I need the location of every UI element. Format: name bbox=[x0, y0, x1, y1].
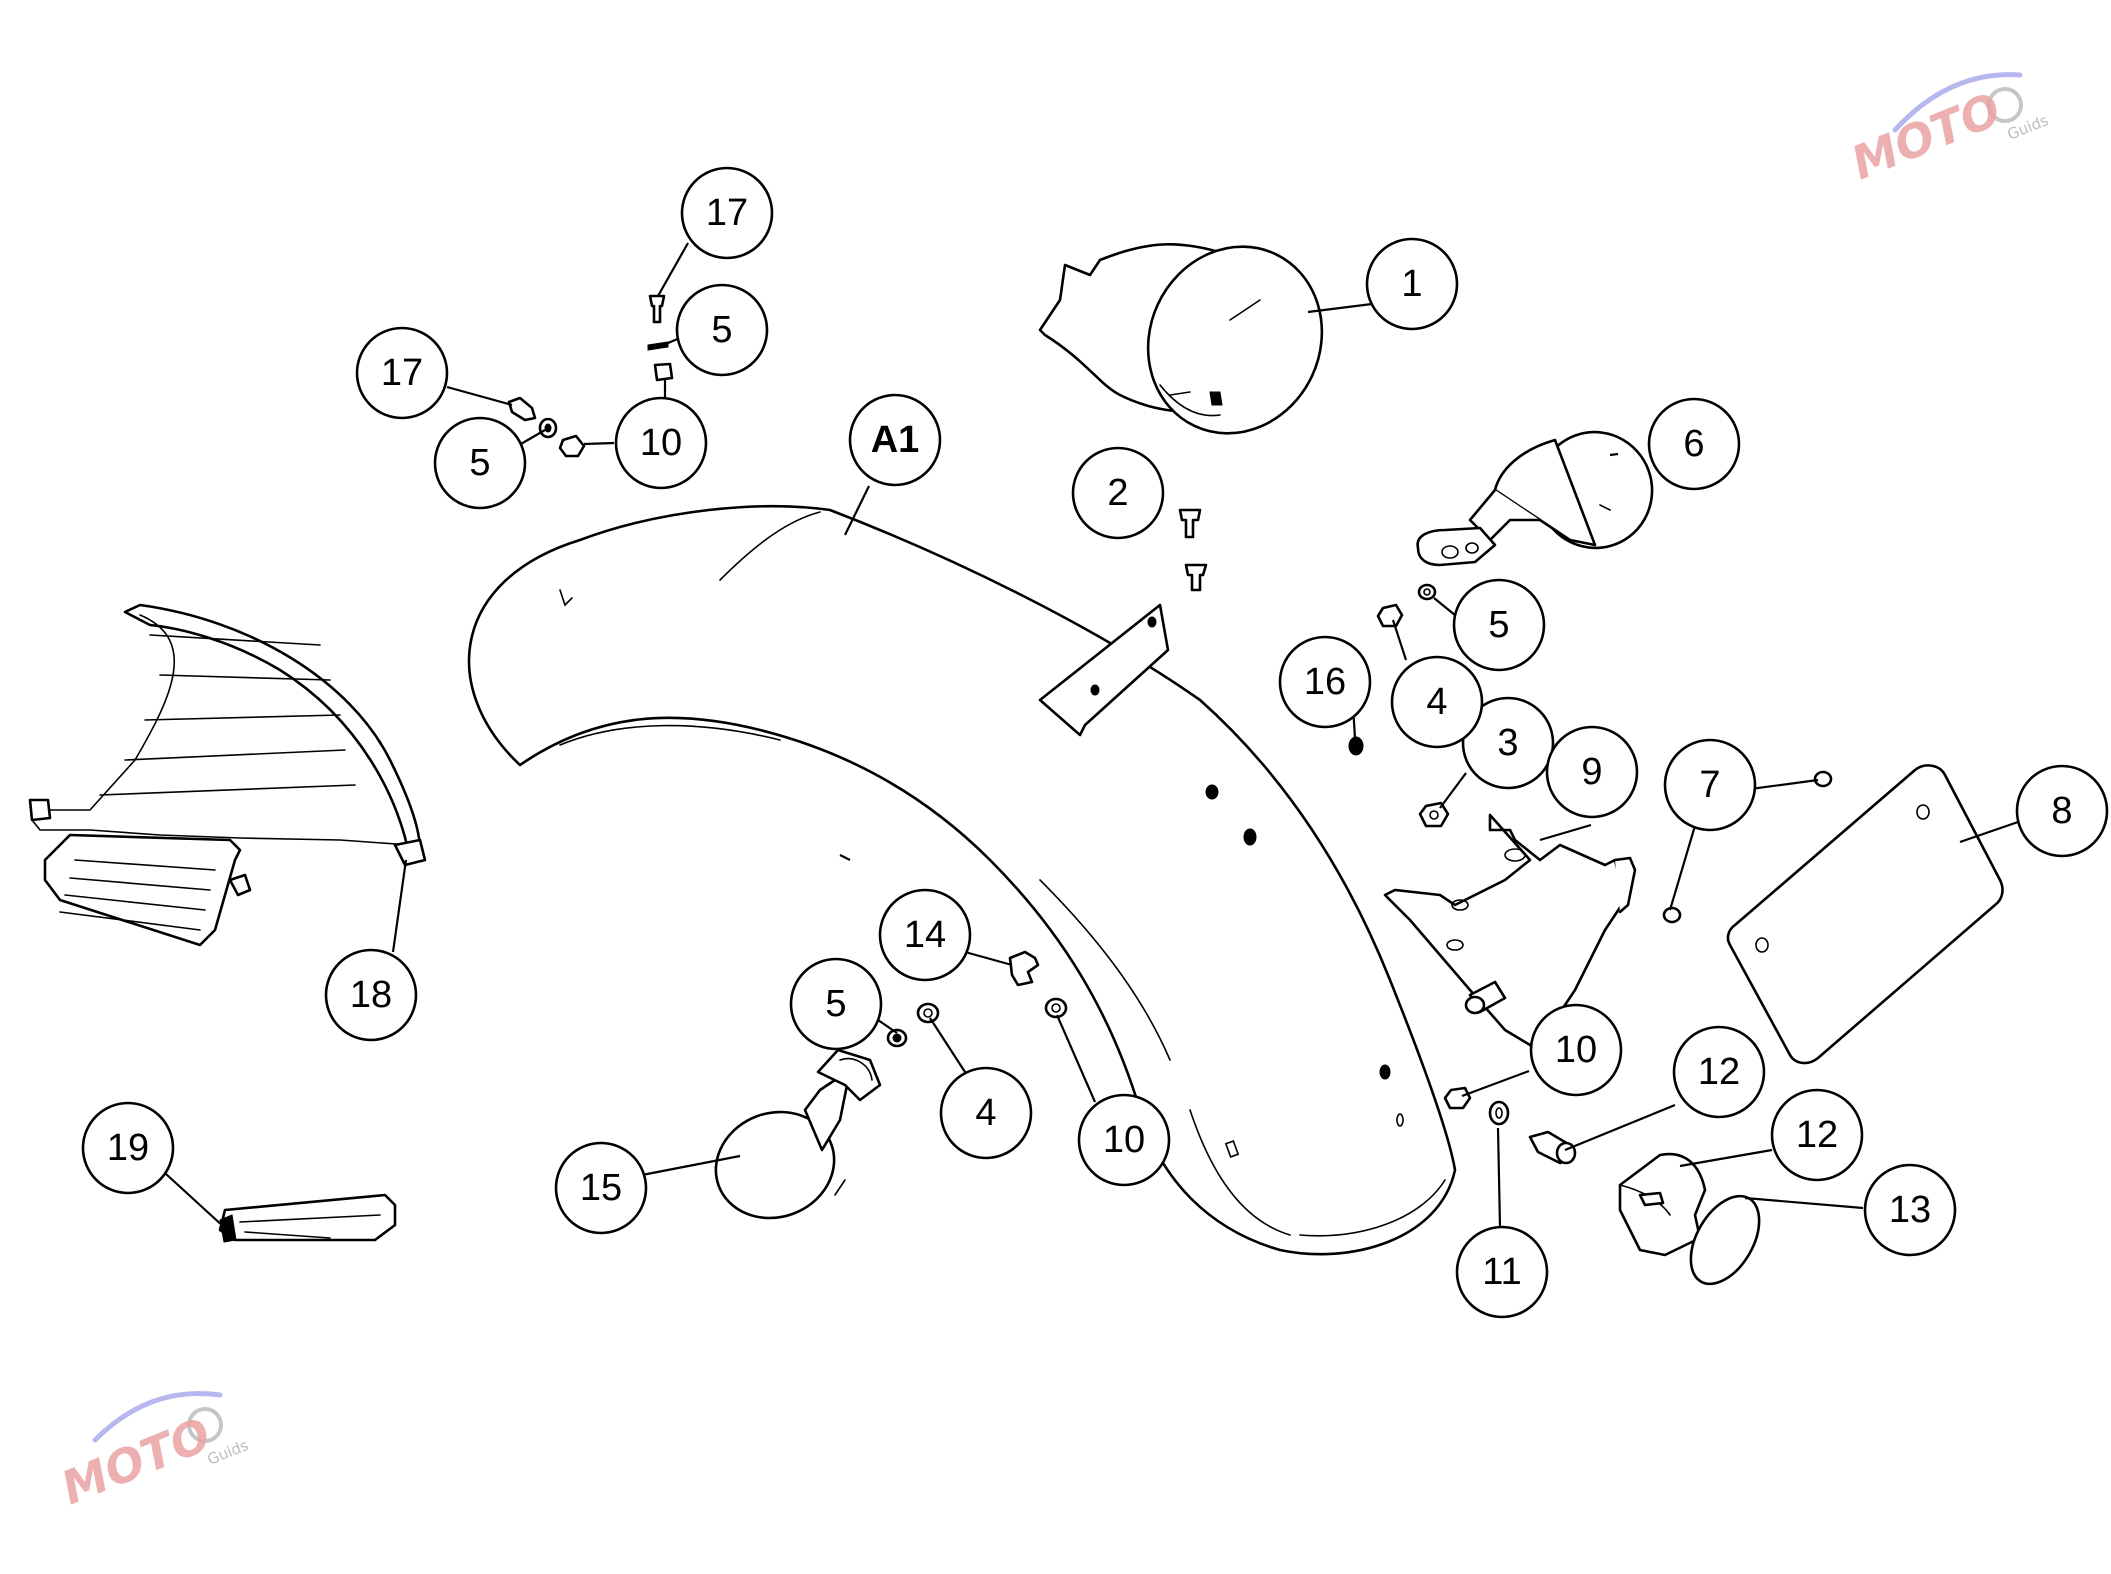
callout-1: 1 bbox=[1365, 237, 1459, 331]
callout-6: 6 bbox=[1647, 397, 1741, 491]
watermark-top-right: MOTO Guids bbox=[1844, 72, 2051, 190]
callout-8: 8 bbox=[2015, 764, 2109, 858]
watermark-sub: Guids bbox=[2005, 111, 2051, 144]
leader-lines bbox=[165, 242, 2019, 1229]
callout-12-lower: 12 bbox=[1770, 1088, 1864, 1182]
washer-part bbox=[886, 1028, 908, 1048]
callout-17-left: 17 bbox=[355, 326, 449, 420]
spring-washer-part bbox=[538, 417, 558, 439]
nut-part bbox=[1418, 801, 1450, 828]
callout-label: 5 bbox=[1488, 604, 1509, 646]
callout-11: 11 bbox=[1455, 1225, 1549, 1319]
callout-10-top: 10 bbox=[614, 396, 708, 490]
callout-9: 9 bbox=[1545, 725, 1639, 819]
callout-label: 11 bbox=[1482, 1251, 1521, 1293]
callout-5-lower: 5 bbox=[789, 957, 883, 1051]
turn-signal-left-part bbox=[714, 1048, 882, 1220]
callout-A1: A1 bbox=[848, 393, 942, 487]
callout-14: 14 bbox=[878, 888, 972, 982]
nut-part bbox=[653, 362, 674, 382]
license-plate-part bbox=[1726, 764, 2004, 1065]
callout-7: 7 bbox=[1663, 738, 1757, 832]
callout-label: 13 bbox=[1889, 1189, 1931, 1231]
watermark-brand: MOTO bbox=[1844, 82, 2008, 190]
bolt-part bbox=[507, 396, 537, 422]
bolt-part bbox=[1528, 1130, 1577, 1165]
turn-signal-right-part bbox=[1416, 430, 1654, 567]
nut-part bbox=[916, 1002, 940, 1024]
callout-label: 5 bbox=[711, 309, 732, 351]
nut-part bbox=[558, 434, 586, 458]
callout-3: 3 bbox=[1461, 696, 1555, 790]
spring-washer-part bbox=[647, 341, 669, 351]
bolt-part bbox=[1178, 508, 1208, 592]
callout-18: 18 bbox=[324, 948, 418, 1042]
callout-label: 8 bbox=[2051, 790, 2072, 832]
callout-4-lower: 4 bbox=[939, 1066, 1033, 1160]
nut-part bbox=[1044, 997, 1068, 1019]
rack-brace-part bbox=[218, 1193, 397, 1243]
watermark-bottom-left: MOTO Guids bbox=[54, 1390, 251, 1515]
callout-5-right: 5 bbox=[1452, 578, 1546, 672]
callout-13: 13 bbox=[1863, 1163, 1957, 1257]
callout-19: 19 bbox=[81, 1101, 175, 1195]
callout-label: 10 bbox=[640, 422, 682, 464]
callout-label: 1 bbox=[1401, 263, 1422, 305]
callout-16: 16 bbox=[1278, 635, 1372, 729]
callout-label: 12 bbox=[1796, 1114, 1838, 1156]
callout-label: 18 bbox=[350, 974, 392, 1016]
callout-label: 12 bbox=[1698, 1051, 1740, 1093]
nut-part bbox=[1376, 603, 1404, 628]
callout-label: 4 bbox=[1426, 681, 1447, 723]
callout-label: 16 bbox=[1304, 661, 1346, 703]
callout-label: A1 bbox=[871, 419, 920, 461]
luggage-rack-part bbox=[28, 603, 427, 947]
callout-label: 15 bbox=[580, 1167, 622, 1209]
callout-label: 10 bbox=[1555, 1029, 1597, 1071]
nut-part bbox=[1443, 1086, 1472, 1110]
callout-10-center: 10 bbox=[1077, 1093, 1171, 1187]
callout-label: 14 bbox=[904, 914, 946, 956]
callout-label: 9 bbox=[1581, 751, 1602, 793]
callout-label: 2 bbox=[1107, 472, 1128, 514]
tail-light-part bbox=[1038, 243, 1324, 435]
callout-label: 6 bbox=[1683, 423, 1704, 465]
callout-12-upper: 12 bbox=[1672, 1025, 1766, 1119]
callout-label: 17 bbox=[706, 192, 748, 234]
callout-label: 4 bbox=[975, 1092, 996, 1134]
callout-label: 3 bbox=[1497, 722, 1518, 764]
callout-4-upper: 4 bbox=[1390, 655, 1484, 749]
callout-5-left: 5 bbox=[433, 416, 527, 510]
screw-part bbox=[1662, 770, 1833, 924]
callout-15: 15 bbox=[554, 1141, 648, 1235]
callout-label: 5 bbox=[825, 983, 846, 1025]
reflector-holder-part bbox=[1618, 1152, 1707, 1257]
bolt-part bbox=[648, 294, 666, 324]
callout-label: 5 bbox=[469, 442, 490, 484]
callout-17-top: 17 bbox=[680, 166, 774, 260]
washer-part bbox=[1488, 1100, 1510, 1126]
callout-label: 7 bbox=[1699, 764, 1720, 806]
washer-part bbox=[1417, 583, 1437, 601]
callout-10-right: 10 bbox=[1529, 1003, 1623, 1097]
callout-2: 2 bbox=[1071, 446, 1165, 540]
plug-part bbox=[1008, 950, 1040, 987]
callout-label: 19 bbox=[107, 1127, 149, 1169]
callout-label: 17 bbox=[381, 352, 423, 394]
spacer-part bbox=[1348, 736, 1364, 756]
rear-fender-part bbox=[467, 504, 1457, 1256]
callout-5-top: 5 bbox=[675, 283, 769, 377]
callout-label: 10 bbox=[1103, 1119, 1145, 1161]
watermark-brand: MOTO bbox=[54, 1407, 218, 1515]
